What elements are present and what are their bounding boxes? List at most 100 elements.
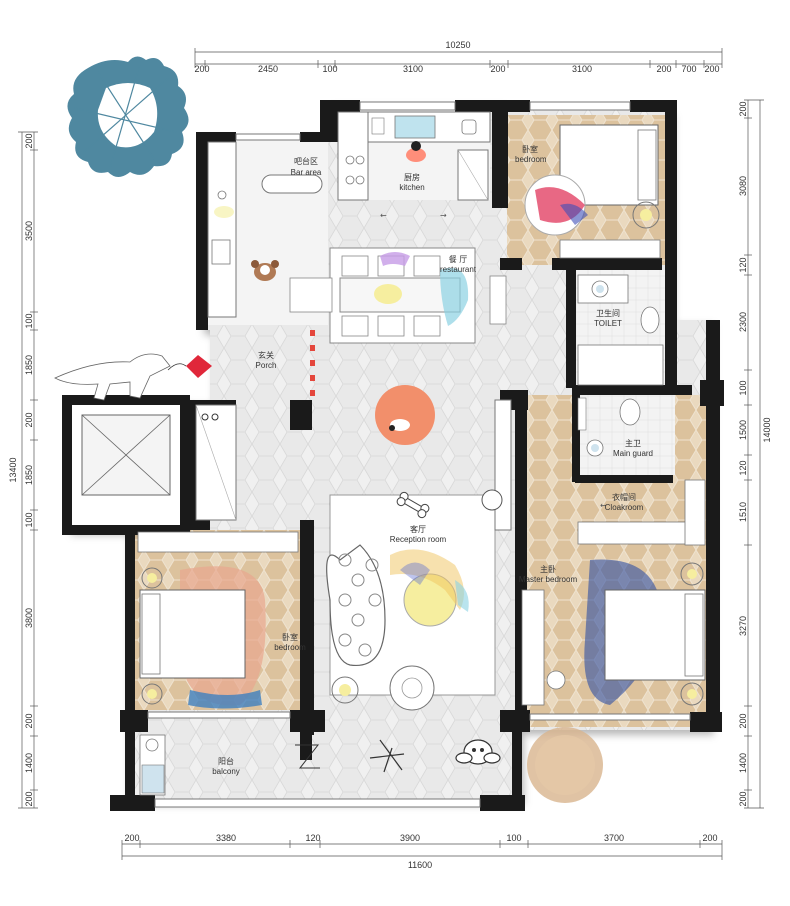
dim-right-seg: 1400 xyxy=(738,753,748,773)
room-label-toilet-en: TOILET xyxy=(594,319,622,328)
dim-right-seg: 1500 xyxy=(738,420,748,440)
room-label-bedroom-ne-cn: 卧室 xyxy=(522,144,538,154)
tv-cabinet xyxy=(481,399,512,531)
room-label-master-en: Master bedroom xyxy=(519,575,578,584)
corridor-rug xyxy=(375,385,435,445)
main-guard-fixtures xyxy=(577,397,641,457)
dim-top-seg: 200 xyxy=(194,64,209,74)
dim-right-seg: 100 xyxy=(738,380,748,395)
dim-right-seg: 3080 xyxy=(738,176,748,196)
room-label-porch-en: Porch xyxy=(256,361,277,370)
dim-right-seg: 1510 xyxy=(738,502,748,522)
room-label-master-cn: 主卧 xyxy=(540,564,556,574)
direction-arrows: ← → ← xyxy=(380,211,607,510)
bed-master xyxy=(521,559,706,706)
dim-bottom-seg: 3700 xyxy=(604,833,624,843)
dim-top-seg: 700 xyxy=(681,64,696,74)
compass-icon xyxy=(67,56,189,177)
dimension-ticks xyxy=(18,48,764,860)
stand-lamp-icon xyxy=(369,739,405,773)
bed-sw xyxy=(137,531,299,709)
bar-counter xyxy=(207,141,323,318)
svg-text:←: ← xyxy=(380,211,387,220)
room-label-reception-en: Reception room xyxy=(390,535,447,544)
windows xyxy=(147,101,691,808)
room-label-balcony-en: balcony xyxy=(212,767,240,776)
room-label-balcony-cn: 阳台 xyxy=(218,756,234,766)
reception-furniture xyxy=(326,494,496,711)
dim-right-seg: 200 xyxy=(738,713,748,728)
room-label-bar-cn: 吧台区 xyxy=(294,156,318,166)
dim-right-seg: 2300 xyxy=(738,312,748,332)
room-label-restaurant-en: restaurant xyxy=(440,265,477,274)
dim-left-total: 13400 xyxy=(8,457,18,482)
room-label-restaurant-cn: 餐 厅 xyxy=(449,255,468,264)
dim-bottom-seg: 200 xyxy=(124,833,139,843)
room-label-bar-en: Bar area xyxy=(291,168,322,177)
dim-bottom-total: 11600 xyxy=(408,860,432,870)
decorative-plant xyxy=(527,727,603,803)
balcony-fixtures xyxy=(139,734,320,796)
dinosaur-icon xyxy=(54,353,171,401)
dining-table xyxy=(289,247,507,344)
room-label-toilet-cn: 卫生间 xyxy=(596,308,620,318)
dim-top-total: 10250 xyxy=(445,40,470,50)
dim-right-seg: 200 xyxy=(738,101,748,116)
bed-ne xyxy=(524,124,661,259)
dim-top-seg: 3100 xyxy=(403,64,423,74)
dim-top-seg: 3100 xyxy=(572,64,592,74)
door-markers xyxy=(310,330,315,396)
svg-text:←: ← xyxy=(600,501,607,510)
room-label-bedroom-sw-cn: 卧室 xyxy=(282,632,298,642)
svg-text:→: → xyxy=(440,211,447,220)
room-label-main-guard-en: Main guard xyxy=(613,449,653,458)
room-label-bedroom-sw-en: bedroom xyxy=(274,643,306,652)
dim-right-seg: 120 xyxy=(738,257,748,272)
dim-bottom-seg: 100 xyxy=(506,833,521,843)
dim-bottom-seg: 200 xyxy=(702,833,717,843)
dimension-lines xyxy=(21,51,761,857)
dim-right-seg: 120 xyxy=(738,460,748,475)
cloakroom-shelves xyxy=(577,479,706,546)
dim-top-seg: 2450 xyxy=(258,64,278,74)
dim-bottom-seg: 120 xyxy=(305,833,320,843)
room-label-cloakroom-en: Cloakroom xyxy=(605,503,644,512)
dim-top-seg: 200 xyxy=(656,64,671,74)
dim-top-seg: 200 xyxy=(704,64,719,74)
dim-left-seg: 200 xyxy=(24,133,34,148)
room-label-porch-cn: 玄关 xyxy=(258,350,274,360)
dim-left-seg: 3500 xyxy=(24,221,34,241)
dim-bottom-seg: 3380 xyxy=(216,833,236,843)
dim-right-seg: 200 xyxy=(738,791,748,806)
dim-left-seg: 200 xyxy=(24,791,34,806)
dim-left-seg: 100 xyxy=(24,512,34,527)
dim-top-seg: 100 xyxy=(322,64,337,74)
bunny-icon xyxy=(455,739,501,765)
dim-left-seg: 3800 xyxy=(24,608,34,628)
dim-left-seg: 100 xyxy=(24,313,34,328)
chef-figure xyxy=(406,141,426,162)
entry-column xyxy=(290,400,312,430)
dim-left-seg: 1400 xyxy=(24,753,34,773)
room-label-kitchen-cn: 厨房 xyxy=(404,172,420,182)
dim-bottom-seg: 3900 xyxy=(400,833,420,843)
porch-cabinet xyxy=(195,404,237,521)
dog-figure xyxy=(251,260,279,281)
room-label-cloakroom-cn: 衣帽间 xyxy=(612,492,636,502)
dim-top-seg: 200 xyxy=(490,64,505,74)
room-label-reception-cn: 客厅 xyxy=(410,524,426,534)
toilet-fixtures xyxy=(577,274,664,386)
room-label-main-guard-cn: 主卫 xyxy=(625,438,641,448)
kitchen-counter xyxy=(337,111,491,201)
kite-icon xyxy=(167,355,212,378)
dim-left-seg: 200 xyxy=(24,713,34,728)
dim-left-seg: 1850 xyxy=(24,355,34,375)
dim-right-total: 14000 xyxy=(762,417,772,442)
room-label-bedroom-ne-en: bedroom xyxy=(515,155,547,164)
dim-left-seg: 200 xyxy=(24,412,34,427)
dim-left-seg: 1850 xyxy=(24,465,34,485)
bone-icon xyxy=(396,491,430,519)
dim-right-seg: 3270 xyxy=(738,616,748,636)
room-label-kitchen-en: kitchen xyxy=(399,183,424,192)
